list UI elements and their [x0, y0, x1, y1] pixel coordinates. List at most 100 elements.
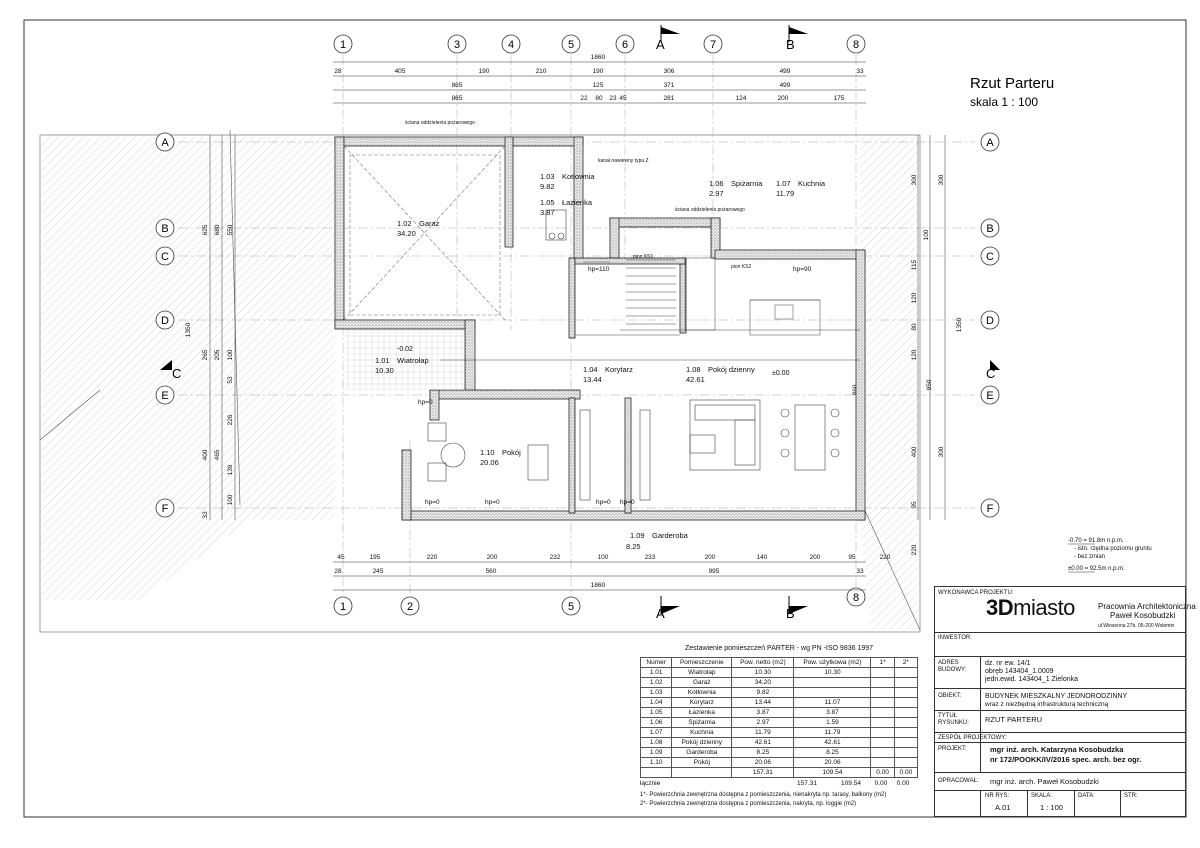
table-cell: 1.09 [639, 747, 673, 758]
staircase [626, 259, 676, 325]
dim-left-5: 265 [202, 349, 209, 360]
axis-row-c-left: C [161, 251, 169, 263]
level-legend: -0.70 = 91.8m n.p.m. - istn. rzędna pozi… [1068, 538, 1152, 573]
header-net: Pow. netto (m2) [731, 657, 795, 668]
legend-line3: - bez zmian [1074, 554, 1105, 560]
investor-label: INWESTOR: [938, 635, 972, 641]
terrain-hatch [39, 129, 921, 631]
firm-address: ul.Wiosenna 27b, 05-200 Wołomin [1098, 623, 1175, 629]
table-cell: Pokój [671, 757, 733, 768]
dim-top-r3-1: 22 [580, 95, 588, 102]
room-1-06-no: 1.06 [709, 179, 724, 188]
garage-cross [343, 145, 506, 321]
title-block-divider-1 [934, 632, 1186, 633]
title-block-vline-2 [980, 790, 981, 817]
table-cell [893, 667, 919, 678]
drawn-by: mgr inż. arch. Paweł Kosobudzki [990, 777, 1099, 786]
dim-right-11: 300 [938, 446, 945, 457]
room-1-10-area: 20.06 [480, 458, 499, 467]
table-cell [671, 767, 733, 778]
title-block-divider-4 [934, 710, 1186, 711]
section-markers: A B A B C C [160, 25, 1000, 621]
dim-right-13: 220 [911, 544, 918, 555]
axis-row-d-left: D [161, 315, 169, 327]
page-label: STR: [1124, 793, 1138, 799]
sheet-no: A.01 [995, 803, 1011, 812]
title-block-vline [980, 656, 981, 772]
dim-top-r1-5: 306 [664, 68, 675, 75]
axis-row-d-right: D [986, 315, 994, 327]
table-cell [870, 687, 895, 698]
axis-bottom-5: 5 [568, 601, 574, 613]
table-cell: Kotłownia [671, 687, 733, 698]
room-1-08-no: 1.08 [686, 365, 701, 374]
axis-bottom-1: 1 [340, 601, 346, 613]
room-1-07-no: 1.07 [776, 179, 791, 188]
table-cell [893, 677, 919, 688]
hp-0: hp=110 [588, 266, 610, 273]
drawing-label-1: TYTUŁ [938, 713, 958, 719]
table-cell [870, 737, 895, 748]
table-cell: Spiżarnia [671, 717, 733, 728]
total-label: łącznie [640, 780, 661, 787]
axis-top-1: 1 [340, 39, 346, 51]
title-block-vline-4 [1074, 790, 1075, 817]
project-label: PROJEKT: [938, 746, 967, 752]
dim-bot-r1-7: 200 [705, 554, 716, 561]
title-block [934, 586, 1186, 817]
dim-bot-r1-0: 45 [337, 554, 345, 561]
section-c-right: C [986, 366, 995, 381]
axis-row-b-right: B [986, 223, 993, 235]
table-cell: 8.25 [731, 747, 795, 758]
title-main: Rzut Parteru [970, 75, 1054, 92]
room-schedule: Zestawienie pomieszczeń PARTER - wg PN -… [639, 644, 919, 809]
room-1-03-no: 1.03 [540, 172, 555, 181]
hp-1: hp=90 [793, 266, 812, 273]
dim-top-r1-0: 28 [334, 68, 342, 75]
hp-4: hp=0 [485, 499, 500, 506]
axis-row-f-right: F [987, 503, 994, 515]
grid-axis-top: 1 3 4 5 6 7 8 [333, 34, 866, 54]
axis-row-a-left: A [161, 137, 169, 149]
drawing-label-2: RYSUNKU: [938, 720, 969, 726]
dim-top-r3-4: 45 [619, 95, 627, 102]
dim-left-4: 205 [214, 349, 221, 360]
level-garage: -0.02 [397, 346, 413, 353]
title-block-divider-2 [934, 656, 1186, 657]
table-cell [893, 707, 919, 718]
header-room: Pomieszczenie [671, 657, 733, 668]
designer-label: WYKONAWCA PROJEKTU: [938, 590, 1014, 596]
project-1: mgr inż. arch. Katarzyna Kosobudzka [990, 745, 1124, 754]
firm-logo-rest: miasto [1013, 595, 1075, 620]
table-cell: 42.61 [731, 737, 795, 748]
room-1-02-no: 1.02 [397, 219, 412, 228]
dim-top-r3-2: 80 [595, 95, 603, 102]
dim-left-3: 1350 [185, 322, 192, 337]
table-cell: 0.00 [870, 767, 895, 778]
room-1-02-name: Garaż [419, 219, 440, 228]
table-cell [793, 677, 872, 688]
drawing-title: Rzut Parteru skala 1 : 100 [970, 75, 1054, 109]
table-cell [639, 767, 673, 778]
dim-bot-r2-2: 560 [486, 568, 497, 575]
dim-right-10: 860 [852, 384, 859, 395]
title-block-divider-6 [934, 742, 1186, 743]
total-2: 0.00 [896, 780, 910, 787]
table-cell [870, 757, 895, 768]
dim-top-r3-3: 23 [609, 95, 617, 102]
dim-bot-r1-10: 95 [848, 554, 856, 561]
axis-top-5: 5 [568, 39, 574, 51]
dimension-sides [209, 135, 946, 520]
dim-left-10: 465 [214, 449, 221, 460]
total-usable: 109.54 [841, 780, 861, 787]
table-cell: 2.97 [731, 717, 795, 728]
dim-right-4: 120 [911, 292, 918, 303]
table-cell [870, 667, 895, 678]
axis-top-8: 8 [853, 39, 859, 51]
